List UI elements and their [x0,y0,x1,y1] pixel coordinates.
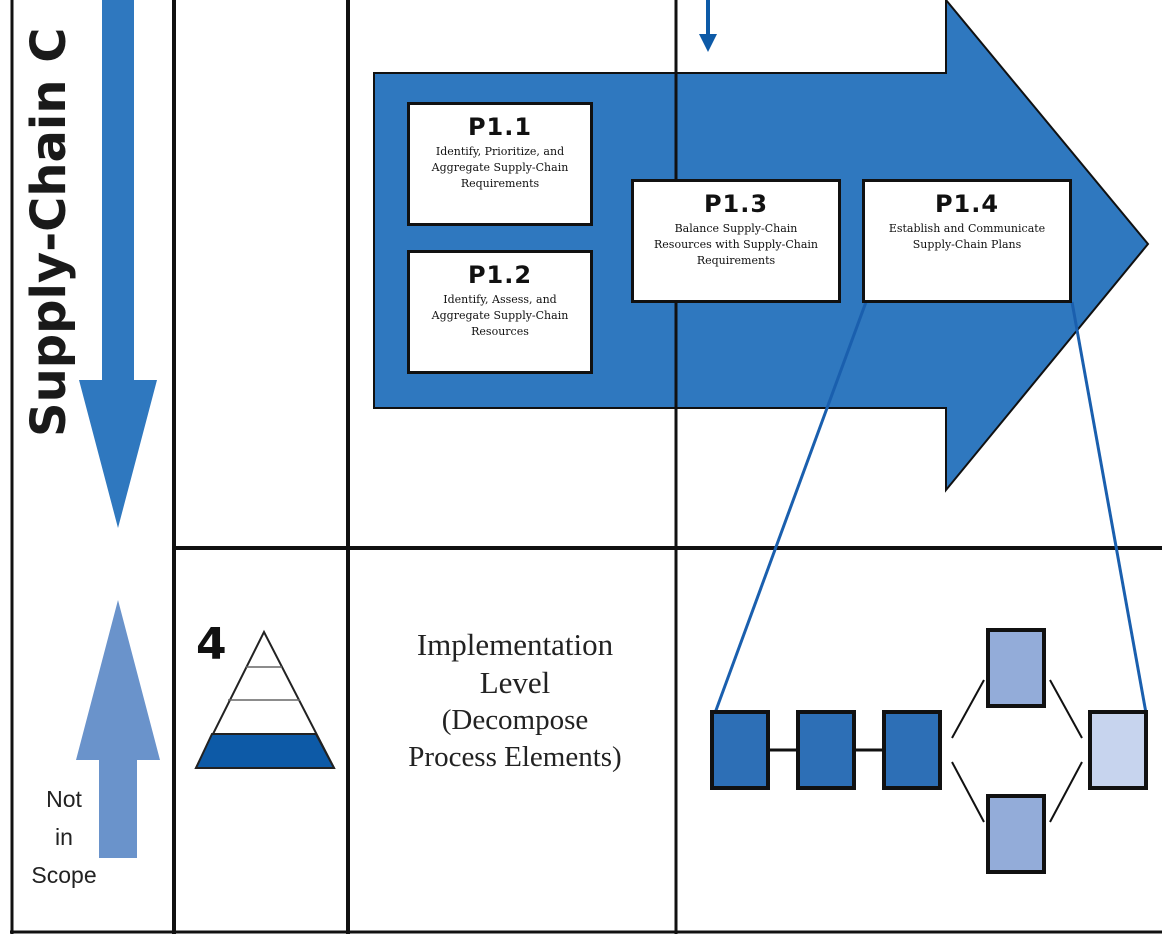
flow-branch-down-left [951,761,985,823]
flow-node-3 [882,710,942,790]
level-number: 4 [196,619,227,670]
process-code: P1.3 [703,190,769,218]
flow-node-end [1088,710,1148,790]
small-arrow-head [699,34,717,52]
process-desc: Establish and Communicate Supply-Chain P… [888,222,1046,251]
process-box-p1-3: P1.3 Balance Supply-Chain Resources with… [631,179,841,303]
scope-line-2: in [55,824,73,850]
level-title-line1: Implementation [416,627,614,662]
up-arrow [76,600,160,858]
zoom-line-left [713,301,868,714]
level-title-line2: Level [479,665,551,700]
process-desc: Balance Supply-Chain Resources with Supp… [654,222,818,267]
flow-node-lower [986,794,1046,874]
flow-branch-up-right [1049,679,1083,739]
process-code: P1.2 [467,261,533,289]
pyramid-bottom-tier [194,733,336,769]
process-box-p1-2: P1.2 Identify, Assess, and Aggregate Sup… [407,250,593,374]
process-box-p1-1: P1.1 Identify, Prioritize, and Aggregate… [407,102,593,226]
flow-node-2 [796,710,856,790]
scope-label: Not in Scope [14,780,114,894]
level-subtitle-line1: (Decompose [441,704,589,736]
flow-branch-up-left [951,679,985,739]
flow-node-1 [710,710,770,790]
level-label: Implementation Level (Decompose Process … [352,626,678,776]
process-box-p1-4: P1.4 Establish and Communicate Supply-Ch… [862,179,1072,303]
flow-branch-down-right [1049,761,1083,823]
flow-node-upper [986,628,1046,708]
process-code: P1.1 [467,113,533,141]
side-title: Supply-Chain C [21,27,77,437]
process-desc: Identify, Prioritize, and Aggregate Supp… [431,145,569,190]
zoom-line-right [1070,301,1148,714]
down-arrow [79,0,157,528]
scope-line-1: Not [46,786,82,812]
level-subtitle-line2: Process Elements) [408,741,622,773]
process-code: P1.4 [934,190,1000,218]
process-desc: Identify, Assess, and Aggregate Supply-C… [431,293,569,338]
scope-line-3: Scope [31,862,97,888]
